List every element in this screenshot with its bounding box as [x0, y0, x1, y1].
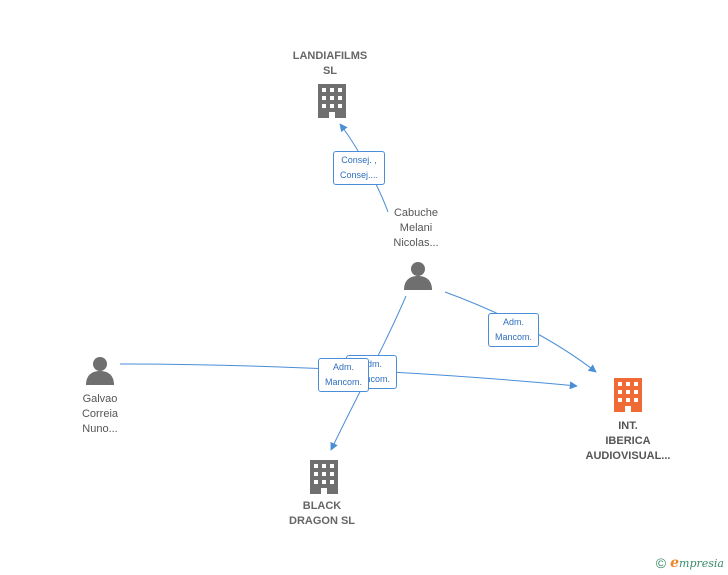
node-label-cabuche[interactable]: Cabuche Melani Nicolas...: [366, 206, 466, 251]
label-line: Cabuche: [393, 207, 439, 219]
label-line: INT.: [618, 420, 638, 432]
edge-label-galvao-iberica[interactable]: Adm. Mancom.: [318, 358, 370, 392]
brand-name: mpresia: [679, 557, 724, 570]
node-label-int-iberica[interactable]: INT. IBERICA AUDIOVISUAL...: [568, 419, 688, 464]
edge-label-line: Adm.: [503, 317, 525, 327]
label-line: IBERICA: [605, 435, 651, 447]
label-line: DRAGON SL: [289, 515, 355, 527]
building-icon[interactable]: [310, 460, 338, 494]
label-line: Galvao: [82, 393, 118, 405]
edge-label-cabuche-iberica[interactable]: Adm. Mancom.: [488, 313, 540, 347]
edge-label-line: Mancom.: [325, 377, 363, 387]
footer-brand: © empresia: [656, 555, 724, 571]
edge-label-cabuche-landiafilms[interactable]: Consej. , Consej....: [333, 151, 386, 185]
edge-label-line: Adm.: [361, 359, 383, 369]
label-line: Nicolas...: [393, 237, 439, 249]
edge-label-line: Adm.: [333, 362, 355, 372]
label-line: BLACK: [302, 500, 342, 512]
edge-label-line: Mancom.: [495, 332, 533, 342]
copyright-icon: ©: [655, 555, 667, 571]
building-icon[interactable]: [318, 84, 346, 118]
label-line: Correia: [81, 408, 119, 420]
person-icon[interactable]: [404, 262, 432, 290]
brand-logo: empresia: [670, 555, 724, 571]
brand-initial: e: [670, 555, 680, 571]
node-label-landiafilms[interactable]: LANDIAFILMS SL: [280, 49, 380, 79]
edge-label-line: Mancom.: [353, 374, 391, 384]
edge-label-line: Consej....: [340, 170, 379, 180]
building-icon-highlight[interactable]: [614, 378, 642, 412]
label-line: Melani: [399, 222, 433, 234]
node-label-black-dragon[interactable]: BLACK DRAGON SL: [272, 499, 372, 529]
person-icon[interactable]: [86, 357, 114, 385]
label-line: SL: [322, 65, 338, 77]
edge-label-line: Consej. ,: [341, 155, 377, 165]
label-line: Nuno...: [82, 423, 118, 435]
node-label-galvao[interactable]: Galvao Correia Nuno...: [50, 392, 150, 437]
label-line: LANDIAFILMS: [292, 50, 368, 62]
label-line: AUDIOVISUAL...: [585, 450, 671, 462]
